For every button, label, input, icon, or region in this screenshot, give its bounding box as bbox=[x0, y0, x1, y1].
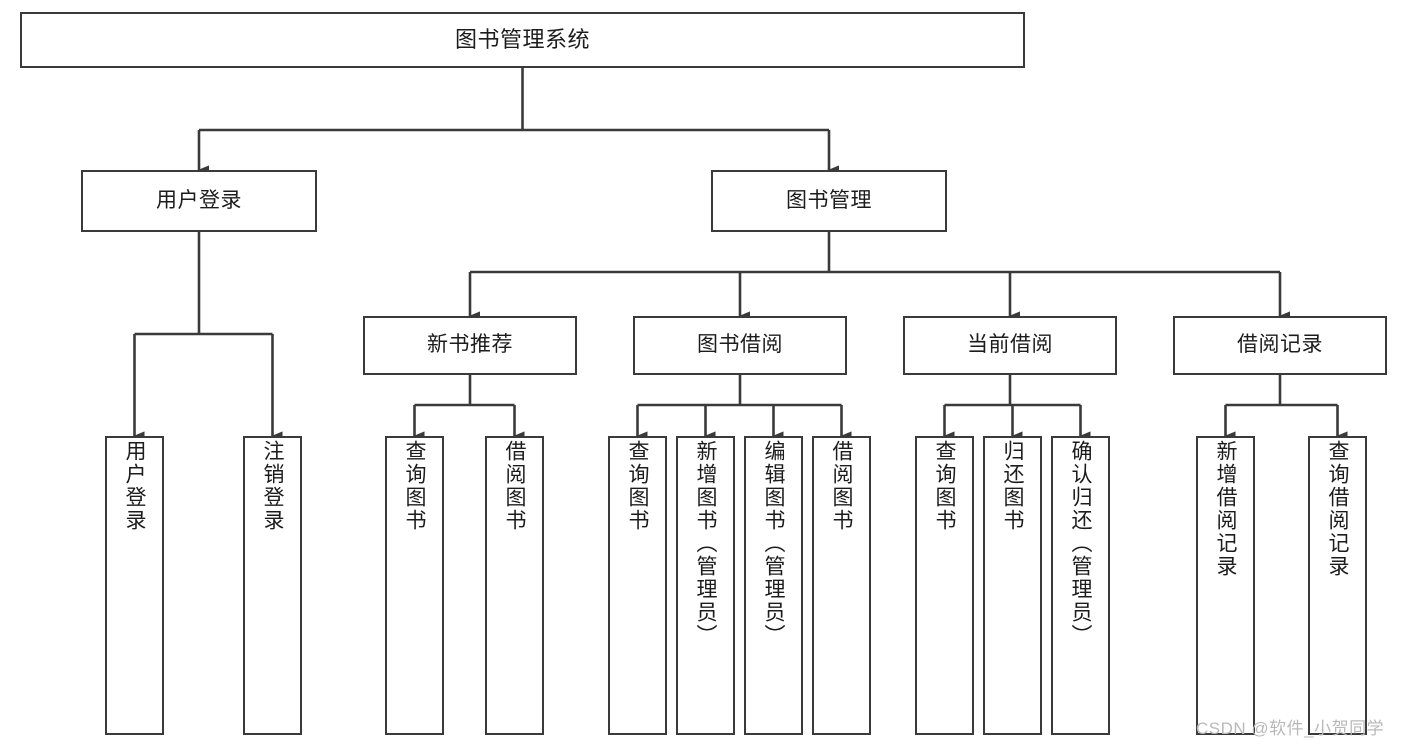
node-leaf-new-2[interactable]: 借阅图书 bbox=[485, 436, 544, 735]
node-label: 图书借阅 bbox=[697, 333, 783, 357]
node-label: 查询借阅记录 bbox=[1326, 440, 1349, 578]
node-label: 新增借阅记录 bbox=[1214, 440, 1237, 578]
node-label: 借阅图书 bbox=[503, 440, 526, 532]
node-leaf-borrow-4[interactable]: 借阅图书 bbox=[812, 436, 871, 735]
node-label: 用户登录 bbox=[123, 440, 146, 532]
node-leaf-login-1[interactable]: 用户登录 bbox=[105, 436, 164, 735]
node-label: 编辑图书（管理员） bbox=[762, 440, 785, 647]
node-bookmgmt[interactable]: 图书管理 bbox=[711, 170, 947, 232]
node-label: 图书管理系统 bbox=[454, 27, 590, 53]
node-label: 当前借阅 bbox=[967, 333, 1053, 357]
node-leaf-borrow-3[interactable]: 编辑图书（管理员） bbox=[744, 436, 803, 735]
node-label: 查询图书 bbox=[403, 440, 426, 532]
node-label: 图书管理 bbox=[786, 188, 872, 212]
node-borrow[interactable]: 图书借阅 bbox=[633, 316, 847, 375]
node-current[interactable]: 当前借阅 bbox=[903, 316, 1117, 375]
node-leaf-borrow-1[interactable]: 查询图书 bbox=[608, 436, 667, 735]
node-leaf-borrow-2[interactable]: 新增图书（管理员） bbox=[676, 436, 735, 735]
node-label: 确认归还（管理员） bbox=[1069, 440, 1092, 647]
node-leaf-cur-2[interactable]: 归还图书 bbox=[983, 436, 1042, 735]
node-leaf-rec-2[interactable]: 查询借阅记录 bbox=[1308, 436, 1367, 735]
node-leaf-login-2[interactable]: 注销登录 bbox=[243, 436, 302, 735]
node-leaf-rec-1[interactable]: 新增借阅记录 bbox=[1196, 436, 1255, 735]
node-root[interactable]: 图书管理系统 bbox=[20, 12, 1025, 68]
node-leaf-cur-3[interactable]: 确认归还（管理员） bbox=[1051, 436, 1110, 735]
node-leaf-new-1[interactable]: 查询图书 bbox=[385, 436, 444, 735]
node-label: 用户登录 bbox=[156, 188, 242, 212]
node-login[interactable]: 用户登录 bbox=[81, 170, 317, 232]
node-label: 归还图书 bbox=[1001, 440, 1024, 532]
node-label: 新书推荐 bbox=[427, 333, 513, 357]
node-newbook[interactable]: 新书推荐 bbox=[363, 316, 577, 375]
node-records[interactable]: 借阅记录 bbox=[1173, 316, 1387, 375]
node-label: 查询图书 bbox=[626, 440, 649, 532]
node-label: 借阅记录 bbox=[1237, 333, 1323, 357]
node-leaf-cur-1[interactable]: 查询图书 bbox=[915, 436, 974, 735]
node-label: 新增图书（管理员） bbox=[694, 440, 717, 647]
node-label: 借阅图书 bbox=[830, 440, 853, 532]
node-label: 查询图书 bbox=[933, 440, 956, 532]
node-label: 注销登录 bbox=[261, 440, 284, 532]
